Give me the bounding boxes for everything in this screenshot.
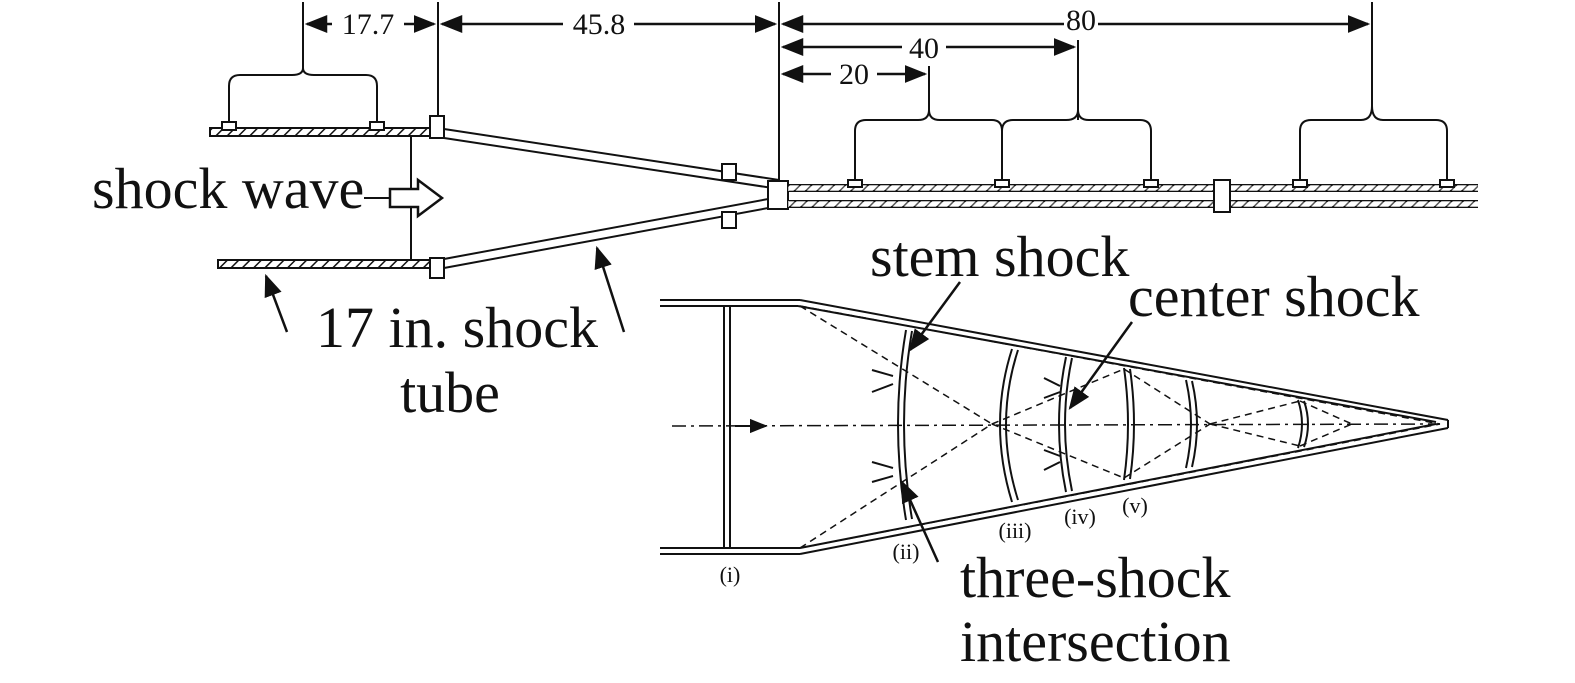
tube-leader-right [594, 245, 626, 333]
dimension-40: 40 [780, 32, 1079, 120]
dim-20-label: 20 [839, 58, 869, 91]
three-shock-leader [900, 479, 940, 563]
three-shock-label-line2: intersection [960, 609, 1231, 674]
dim-40-label: 40 [909, 32, 939, 65]
shock-wave-arrow-icon [388, 177, 445, 219]
converging-channel-inset [660, 299, 1449, 555]
shock-wave-label: shock wave [92, 156, 364, 221]
stage-label-i: (i) [720, 562, 741, 587]
stage-label-iii: (iii) [999, 518, 1032, 543]
gauge-brackets [228, 67, 1448, 186]
stage-label-ii: (ii) [893, 539, 920, 564]
tube-leader-left [264, 273, 289, 333]
tube-label-line2: tube [400, 360, 500, 425]
shock-fronts [723, 306, 1309, 548]
three-shock-label-line1: three-shock [960, 545, 1231, 610]
stem-shock-label: stem shock [870, 224, 1129, 289]
stage-label-v: (v) [1122, 493, 1148, 518]
dimension-80: 80 [780, 2, 1373, 106]
center-shock-leader [1068, 321, 1134, 410]
dimension-20: 20 [780, 58, 930, 110]
stage-label-iv: (iv) [1064, 504, 1096, 529]
dim-17-7-label: 17.7 [342, 8, 395, 41]
dimension-45-8: 45.8 [439, 2, 780, 185]
tube-label-line1: 17 in. shock [316, 295, 598, 360]
shock-tube-apparatus [209, 115, 1478, 279]
center-shock-label: center shock [1128, 264, 1419, 329]
stem-shock-leader [908, 281, 962, 352]
dim-45-8-label: 45.8 [573, 8, 626, 41]
dimension-17-7: 17.7 [302, 2, 439, 120]
dim-80-label: 80 [1066, 4, 1096, 37]
